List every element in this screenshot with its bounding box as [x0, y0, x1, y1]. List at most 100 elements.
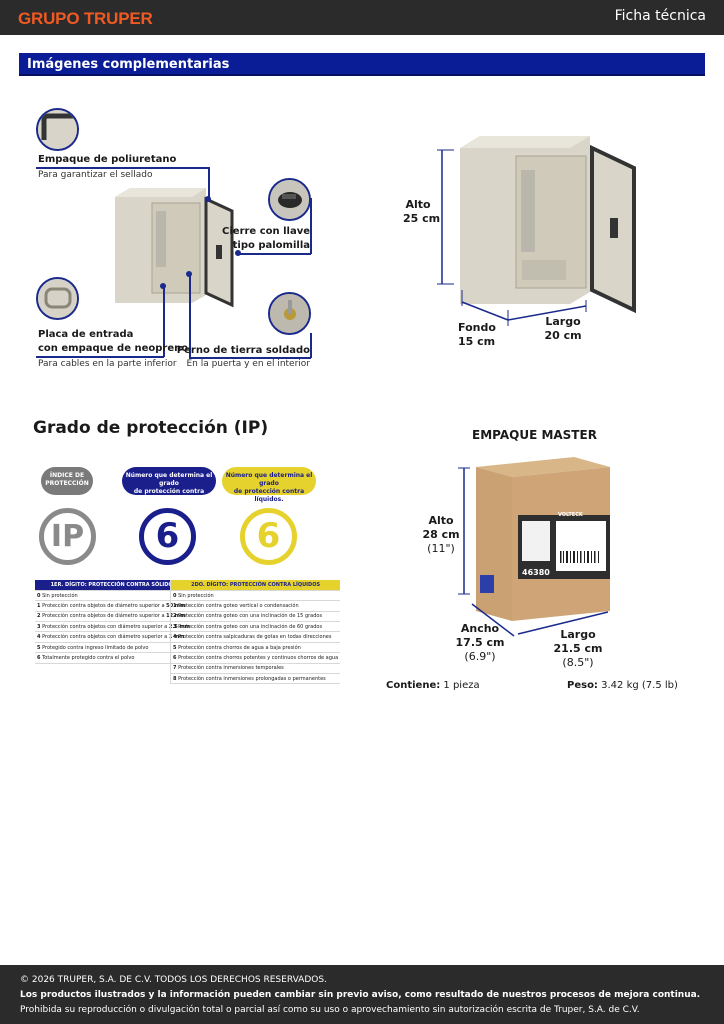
row-text: Sin protección: [178, 592, 214, 599]
gasket-detail-image: [36, 108, 79, 151]
ip-solids-table-header: 1ER. DÍGITO: PROTECCIÓN CONTRA SÓLIDOS: [35, 580, 192, 591]
row-text: Protección contra objetos con diámetro s…: [42, 623, 169, 630]
master-pack-code: 46380: [522, 568, 550, 577]
gasket-leader-dot: [205, 196, 211, 202]
lock-title-line1: Cierre con llave: [222, 226, 310, 237]
row-number: 4: [37, 634, 41, 641]
row-number: 0: [37, 592, 41, 599]
ip-solids-table: 1ER. DÍGITO: PROTECCIÓN CONTRA SÓLIDOS 0…: [35, 580, 192, 664]
ground-leader-vertical: [189, 274, 191, 358]
solids-row: 3 Protección contra objetos con diámetro…: [35, 621, 192, 633]
lock-leader-horizontal: [238, 253, 311, 255]
solids-row: 0 Sin protección: [35, 590, 192, 602]
liquids-row: 0 Sin protección: [170, 590, 341, 602]
row-number: 1: [173, 602, 177, 609]
row-text: Protección contra objetos con diámetro s…: [42, 634, 169, 641]
liquids-row: 6 Protección contra chorros potentes y c…: [170, 652, 341, 664]
section-header: Imágenes complementarias: [19, 53, 705, 76]
row-text: Totalmente protegido contra el polvo: [42, 654, 135, 661]
gasket-title: Empaque de poliuretano: [38, 154, 177, 165]
row-number: 3: [173, 623, 177, 630]
row-text: Protegido contra ingreso limitado de pol…: [42, 644, 149, 651]
plate-title-line1: Placa de entrada: [38, 329, 134, 340]
row-text: Protección contra objetos de diámetro su…: [42, 602, 167, 609]
header-bar: GRUPO TRUPER Ficha técnica: [0, 0, 724, 35]
row-text: Protección contra inmersiones prolongada…: [178, 675, 326, 682]
sheet-title: Ficha técnica: [614, 8, 706, 24]
solids-row: 4 Protección contra objetos con diámetro…: [35, 631, 192, 643]
liquids-row: 5 Protección contra chorros de agua a ba…: [170, 642, 341, 654]
master-pack-dimension-lines: [458, 467, 609, 637]
plate-leader: [36, 356, 164, 358]
row-text: Protección contra objetos de diámetro su…: [42, 613, 167, 620]
row-number: 7: [173, 665, 177, 672]
ground-detail-image: [268, 292, 311, 335]
row-number: 2: [173, 613, 177, 620]
enclosure-large-image: [460, 136, 636, 314]
liquids-row: 7 Protección contra inmersiones temporal…: [170, 663, 341, 675]
ip-liquids-table: 2DO. DÍGITO: PROTECCIÓN CONTRA LÍQUIDOS …: [170, 580, 341, 685]
section-title: Imágenes complementarias: [27, 57, 230, 72]
dimension-lines: [437, 149, 587, 326]
ip-solids-digit-circle: 6: [139, 508, 196, 565]
weight-info: Peso: 3.42 kg (7.5 lb): [567, 680, 678, 691]
row-text: Protección contra inmersiones temporales: [178, 665, 284, 672]
lock-title-line2: tipo palomilla: [232, 240, 310, 251]
ground-leader-dot: [186, 271, 192, 277]
ip-liquids-digit-circle: 6: [240, 508, 297, 565]
master-pack-title: EMPAQUE MASTER: [472, 428, 597, 442]
footer-notice: Los productos ilustrados y la informació…: [20, 990, 701, 1000]
row-text: Protección contra salpicaduras de gotas …: [178, 634, 332, 641]
ip-symbol-circle: IP: [39, 508, 96, 565]
ip-liquids-table-header: 2DO. DÍGITO: PROTECCIÓN CONTRA LÍQUIDOS: [170, 580, 341, 591]
plate-leader-dot: [160, 283, 166, 289]
plate-subtitle: Para cables en la parte inferior: [38, 359, 177, 369]
lock-leader-dot: [235, 250, 241, 256]
plate-leader-vertical: [163, 286, 165, 357]
lock-detail-image: [268, 178, 311, 221]
row-number: 8: [173, 675, 177, 682]
row-text: Protección contra chorros de agua a baja…: [178, 644, 301, 651]
ground-title: Perno de tierra soldado: [176, 345, 310, 356]
row-text: Protección contra goteo con una inclinac…: [178, 613, 323, 620]
row-number: 3: [37, 623, 41, 630]
master-pack-brand: VOLTECK: [558, 512, 583, 518]
row-text: Protección contra goteo vertical o conde…: [178, 602, 299, 609]
footer-prohibition: Prohibida su reproducción o divulgación …: [20, 1005, 640, 1015]
row-number: 2: [37, 613, 41, 620]
liquids-row: 4 Protección contra salpicaduras de gota…: [170, 631, 341, 643]
brand-logo: GRUPO TRUPER: [18, 9, 153, 28]
row-number: 0: [173, 592, 177, 599]
plate-detail-image: [36, 277, 79, 320]
master-pack-box-image: [476, 457, 610, 621]
row-text: Sin protección: [42, 592, 78, 599]
footer-copyright: © 2026 TRUPER, S.A. DE C.V. TODOS LOS DE…: [20, 975, 327, 985]
gasket-leader: [36, 167, 209, 169]
row-number: 1: [37, 602, 41, 609]
row-number: 5: [173, 644, 177, 651]
gasket-leader-vertical: [208, 167, 210, 199]
lock-leader: [310, 198, 312, 254]
ground-subtitle: En la puerta y en el interior: [186, 359, 310, 369]
liquids-row: 3 Protección contra goteo con una inclin…: [170, 621, 341, 633]
liquids-row: 8 Protección contra inmersiones prolonga…: [170, 673, 341, 685]
row-number: 6: [173, 654, 177, 661]
plate-title-line2: con empaque de neopreno: [38, 343, 189, 354]
contains-info: Contiene: 1 pieza: [386, 680, 480, 691]
row-number: 5: [37, 644, 41, 651]
solids-row: 6 Totalmente protegido contra el polvo: [35, 652, 192, 664]
solids-row: 5 Protegido contra ingreso limitado de p…: [35, 642, 192, 654]
liquids-row: 1 Protección contra goteo vertical o con…: [170, 600, 341, 612]
liquids-row: 2 Protección contra goteo con una inclin…: [170, 611, 341, 623]
row-number: 6: [37, 654, 41, 661]
ground-circle-leader: [310, 333, 312, 358]
